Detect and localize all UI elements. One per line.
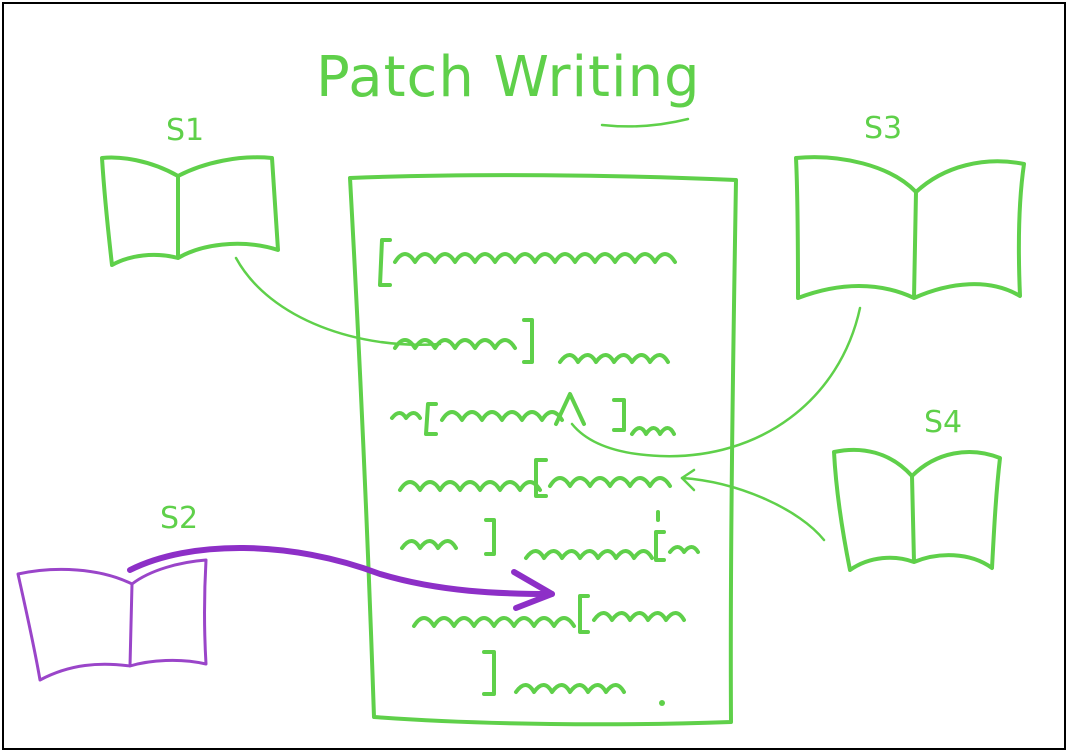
source-s2: S2: [16, 501, 208, 682]
text-line-3: [390, 398, 676, 436]
insertion-caret: [554, 392, 586, 426]
text-line-6: [412, 594, 686, 634]
central-document: [348, 173, 738, 727]
arrow-s1-to-document: [234, 256, 442, 346]
text-line-7: [482, 650, 626, 696]
source-s4: S4: [832, 405, 1002, 572]
text-period: [659, 700, 665, 706]
text-line-5: [400, 510, 700, 562]
arrow-s4-head: [680, 468, 696, 492]
source-s3-book-icon: [794, 155, 1026, 300]
arrow-s4-to-document: [680, 476, 826, 542]
text-line-4: [398, 458, 672, 498]
source-s1: S1: [100, 113, 280, 267]
title-underline: [600, 117, 690, 128]
source-s4-book-icon: [832, 447, 1002, 572]
source-s4-label: S4: [924, 405, 962, 440]
arrow-s2-head: [511, 569, 555, 611]
text-line-1: [378, 238, 677, 287]
source-s1-book-icon: [100, 155, 280, 267]
source-s2-book-icon: [16, 558, 208, 682]
text-line-2: [393, 318, 670, 364]
diagram-title: Patch Writing: [316, 45, 701, 110]
source-s3: S3: [794, 111, 1026, 300]
arrow-s3-to-document: [570, 306, 862, 458]
source-s3-label: S3: [864, 111, 902, 146]
arrow-s2-to-document: [127, 544, 555, 597]
source-s2-label: S2: [160, 501, 198, 536]
document-outline: [348, 173, 738, 727]
source-s1-label: S1: [166, 113, 204, 148]
